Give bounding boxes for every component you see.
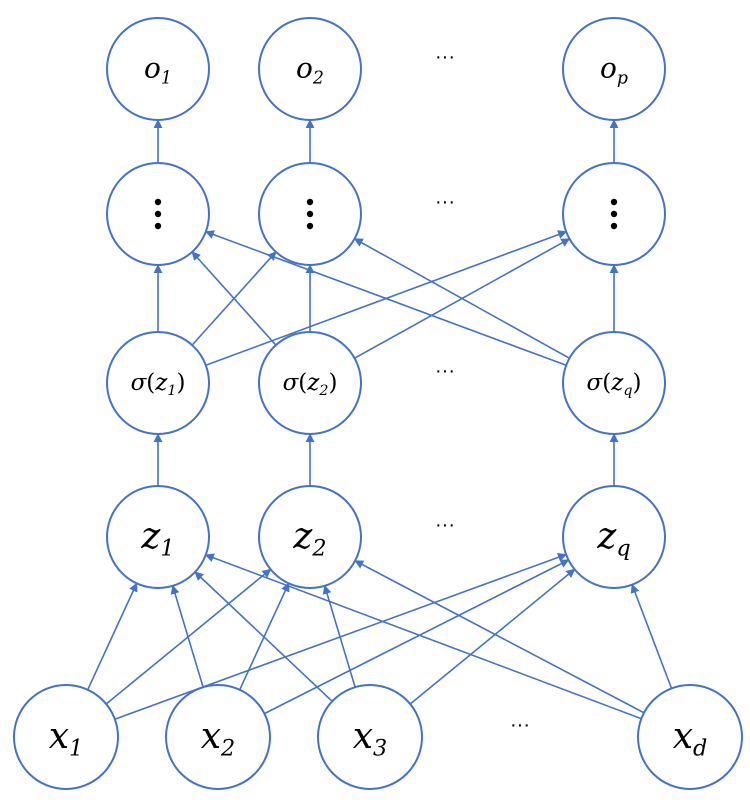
ellipsis-hidden-deep: ··· (435, 191, 455, 213)
node-label: σ(z2) (283, 370, 338, 399)
edge-input-3-to-z-2 (322, 584, 356, 688)
node-output-1: o1 (106, 17, 210, 121)
node-circle (106, 331, 210, 435)
ellipsis-preactivation: ··· (435, 514, 455, 536)
node-input-1: x1 (13, 684, 119, 790)
node-input-3: x3 (317, 684, 423, 790)
node-preactivation-1: z1 (106, 485, 210, 589)
node-label: o2 (296, 51, 324, 88)
edge-input-2-to-z-1 (170, 584, 204, 688)
node-label: σ(z1) (131, 370, 186, 399)
node-label: σ(zq) (587, 370, 642, 399)
edge-input-3-to-z-3 (409, 568, 576, 705)
edge-activation-3-to-hidden-1 (204, 230, 567, 367)
nodes: o1 o2 op σ(z1) σ(z2) σ(zq) z1 z2 zq x1 x2 x3 xd (13, 17, 743, 790)
node-label: x3 (353, 716, 388, 762)
node-label: o1 (144, 51, 172, 88)
edge-activation-3-to-hidden-2 (353, 238, 570, 359)
node-label: x1 (49, 716, 84, 762)
edge-input-4-to-z-2 (354, 560, 645, 714)
node-activation-2: σ(z2) (258, 331, 362, 435)
node-hidden-deep-3 (562, 162, 666, 266)
node-output-2: o2 (258, 17, 362, 121)
vertical-ellipsis (610, 198, 618, 230)
node-preactivation-3: zq (562, 485, 666, 589)
node-circle (562, 485, 666, 589)
node-circle (13, 684, 119, 790)
ellipsis-activation: ··· (435, 360, 455, 382)
node-circle (258, 485, 362, 589)
node-hidden-deep-2 (258, 162, 362, 266)
node-preactivation-2: z2 (258, 485, 362, 589)
connections (86, 119, 673, 720)
node-hidden-deep-1 (106, 162, 210, 266)
node-label: xd (673, 716, 708, 762)
edge-activation-2-to-hidden-1 (191, 251, 277, 346)
node-label: x2 (201, 716, 236, 762)
node-label: z1 (140, 516, 174, 562)
node-label: op (600, 51, 628, 88)
node-activation-1: σ(z1) (106, 331, 210, 435)
ellipsis-input: ··· (510, 714, 530, 736)
edge-input-1-to-z-1 (86, 582, 138, 691)
node-circle (637, 684, 743, 790)
edge-input-3-to-z-1 (194, 571, 333, 702)
node-circle (562, 331, 666, 435)
node-circle (106, 17, 210, 121)
node-label: zq (596, 516, 630, 562)
node-circle (258, 331, 362, 435)
node-circle (258, 17, 362, 121)
edge-input-4-to-z-3 (630, 583, 673, 689)
vertical-ellipsis (306, 198, 314, 230)
node-circle (165, 684, 271, 790)
node-circle (106, 485, 210, 589)
edge-input-4-to-z-1 (204, 553, 642, 720)
ellipsis-output: ··· (435, 46, 455, 68)
node-input-4: xd (637, 684, 743, 790)
node-circle (562, 17, 666, 121)
node-output-3: op (562, 17, 666, 121)
ellipses: ··· ··· ··· ··· ··· (435, 46, 530, 736)
edge-input-2-to-z-3 (264, 559, 570, 715)
node-label: z2 (292, 516, 326, 562)
node-input-2: x2 (165, 684, 271, 790)
node-circle (317, 684, 423, 790)
node-activation-3: σ(zq) (562, 331, 666, 435)
vertical-ellipsis (154, 198, 162, 230)
